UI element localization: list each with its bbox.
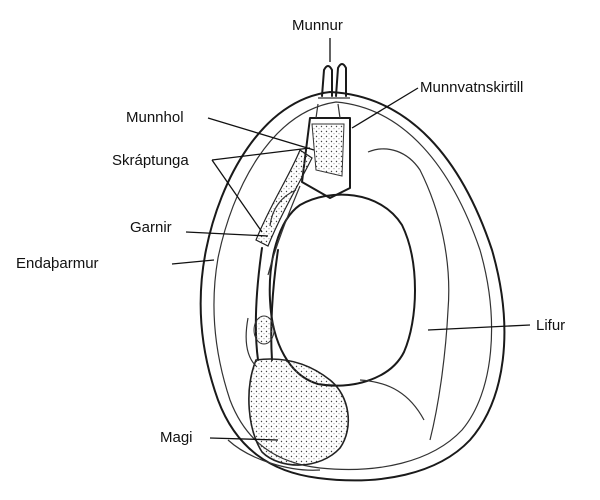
oral-cavity (302, 104, 350, 198)
leader-radula-1 (212, 148, 310, 160)
label-liver: Lifur (536, 317, 565, 334)
label-radula: Skráptunga (112, 152, 189, 169)
leader-liver (428, 325, 530, 330)
leader-radula-2 (212, 160, 262, 232)
label-rectum: Endaþarmur (16, 255, 99, 272)
label-intestine: Garnir (130, 219, 172, 236)
radula (256, 150, 312, 275)
leader-rectum (172, 260, 214, 264)
label-oral-cavity: Munnhol (126, 109, 184, 126)
label-mouth: Munnur (292, 17, 343, 34)
label-salivary-gland: Munnvatnskirtill (420, 79, 523, 96)
leader-intestine (186, 232, 268, 236)
leader-oral-cavity (208, 118, 314, 150)
label-stomach: Magi (160, 429, 193, 446)
stomach (228, 316, 348, 470)
body-outline (201, 92, 505, 480)
leader-salivary-gland (352, 88, 418, 128)
